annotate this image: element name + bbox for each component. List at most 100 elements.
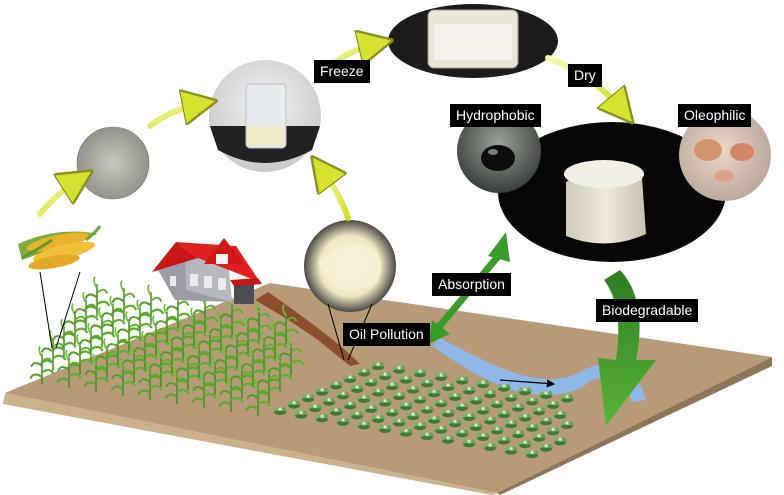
- seedling-plant: [539, 390, 553, 399]
- seedling-plant: [371, 387, 385, 397]
- fiber-tuft-icon: [304, 220, 396, 312]
- seedling-plant: [434, 424, 448, 434]
- oil-stream: [255, 292, 360, 366]
- seedling-plant: [448, 418, 462, 428]
- seedling-plant: [525, 396, 539, 406]
- seedling-plant: [371, 414, 385, 423]
- seedling-plant: [525, 422, 539, 432]
- seedling-plant: [448, 392, 462, 401]
- seedling-plant: [511, 402, 525, 412]
- corn-cob-icon: [17, 205, 102, 289]
- seedling-plant: [427, 414, 441, 424]
- arrow-corn-to-powder: [37, 180, 78, 217]
- water-droplet-icon: [481, 145, 515, 171]
- seedling-plant: [357, 420, 371, 430]
- seedling-plant: [378, 371, 392, 381]
- corn-plant: [110, 279, 138, 322]
- hydrophobic-photo: [457, 109, 541, 193]
- seedling-plant: [455, 428, 469, 438]
- seedling-plant: [378, 397, 392, 407]
- seedling-plant: [385, 407, 399, 417]
- frozen-photo: [388, 4, 558, 78]
- house-icon: [152, 238, 262, 304]
- seedling-plant: [441, 434, 455, 444]
- seedling-plant: [413, 368, 427, 378]
- ground-side-edge: [497, 357, 772, 495]
- arrow-fiber-to-suspension: [322, 170, 351, 221]
- powder-photo: [76, 126, 150, 200]
- label-freeze: Freeze: [314, 60, 370, 83]
- label-oil-pollution: Oil Pollution: [343, 323, 430, 346]
- seedling-plant: [497, 382, 511, 392]
- seedling-plant: [504, 419, 518, 429]
- seedling-plant: [518, 412, 532, 422]
- seedling-plant: [546, 426, 560, 436]
- seedling-plant: [350, 410, 364, 420]
- seedling-plant: [308, 403, 322, 413]
- fiber-pointer-left: [327, 303, 345, 361]
- seedling-plant: [413, 421, 427, 431]
- seedling-plant: [504, 445, 518, 455]
- seedling-plant: [497, 409, 511, 419]
- seedling-plant: [315, 386, 329, 396]
- seedling-plant: [476, 405, 490, 415]
- seedling-plant: [357, 367, 371, 377]
- seedling-plant: [392, 391, 406, 401]
- seedling-plant: [553, 410, 567, 419]
- seedling-plant: [483, 389, 497, 399]
- seedling-plant: [532, 432, 546, 442]
- seedling-plant: [343, 374, 357, 383]
- suspension-photo: [209, 60, 321, 172]
- seedling-plant: [462, 438, 476, 448]
- seedling-plant: [413, 394, 427, 404]
- seedling-plant: [462, 412, 476, 421]
- seedling-plant: [476, 379, 490, 389]
- seedling-plant: [273, 406, 287, 415]
- seedling-plant: [350, 384, 364, 393]
- seedling-plant: [469, 395, 483, 405]
- flow-direction-arrow: [499, 379, 556, 388]
- seedling-plant: [504, 392, 518, 402]
- seedling-plant: [553, 436, 567, 446]
- biodegradable-arrow: [598, 270, 656, 426]
- seedling-plant: [511, 429, 525, 439]
- seedling-plant: [455, 375, 469, 385]
- label-dry: Dry: [568, 64, 602, 87]
- seedling-plant: [560, 393, 574, 403]
- seedling-plant: [329, 406, 343, 416]
- arrow-powder-to-suspension: [147, 104, 200, 129]
- seedling-plant: [294, 409, 308, 419]
- pointer-line-right: [55, 271, 81, 349]
- corn-plant: [137, 283, 165, 326]
- seedling-plant: [441, 382, 455, 391]
- seedling-plant: [336, 390, 350, 400]
- seedling-plant: [490, 399, 504, 409]
- seedling-plant: [420, 431, 434, 441]
- seedling-plant: [476, 432, 490, 441]
- seedling-plant: [434, 398, 448, 408]
- seedling-plant: [399, 427, 413, 437]
- seedling-plant: [378, 424, 392, 433]
- seedling-plant: [406, 411, 420, 421]
- seedling-plant: [420, 404, 434, 414]
- seedling-plant: [336, 416, 350, 426]
- seedling-plant: [371, 361, 385, 371]
- seedling-plant: [399, 374, 413, 384]
- seedling-plant: [399, 401, 413, 411]
- ground-front-edge: [3, 393, 497, 495]
- seedling-plant: [497, 435, 511, 445]
- seedling-plant: [385, 381, 399, 391]
- seedling-plant: [518, 386, 532, 396]
- oleophilic-photo: [679, 109, 771, 201]
- seedling-plant: [483, 442, 497, 451]
- seedling-plant: [406, 384, 420, 394]
- seedling-plant: [287, 399, 301, 409]
- seedling-plant: [539, 416, 553, 426]
- seedling-plant: [532, 406, 546, 416]
- seedling-plant: [560, 420, 574, 429]
- seedling-plant: [427, 388, 441, 398]
- seedling-plant: [315, 413, 329, 423]
- seedling-plant: [525, 449, 539, 459]
- seedling-plant: [455, 402, 469, 411]
